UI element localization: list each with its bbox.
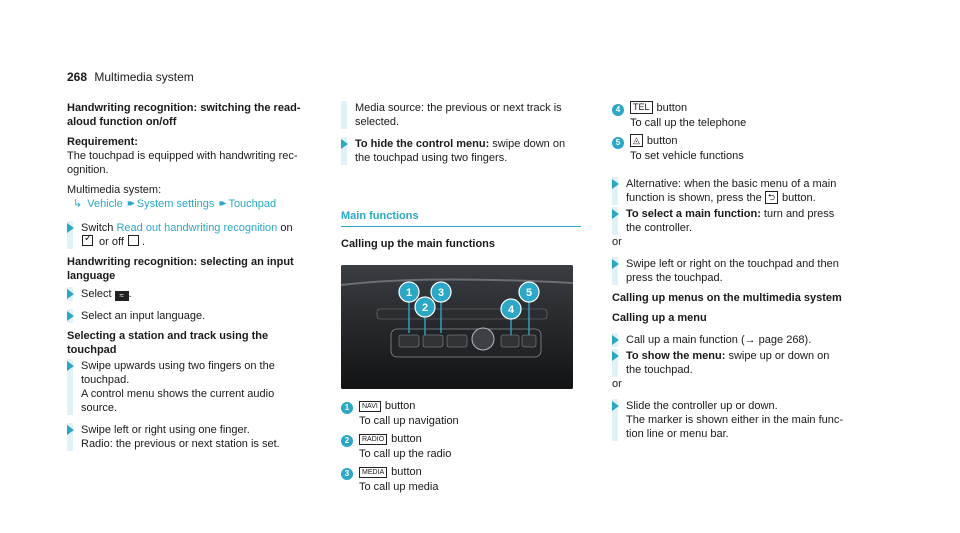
step-bar: [341, 101, 347, 129]
item-vehicle: 5◬button To set vehicle functions: [612, 134, 874, 163]
number-badge: 4: [612, 104, 624, 116]
callout-2-label: 2: [422, 302, 428, 314]
car-key-icon: ◬: [630, 134, 643, 147]
callout-2: [414, 296, 436, 318]
calling-up-main-functions: Calling up the main functions: [341, 238, 495, 250]
step-arrow-icon: [67, 311, 74, 321]
step-arrow-icon: [67, 223, 74, 233]
callout-4: [500, 298, 522, 320]
navi-key-icon: NAVI: [359, 401, 381, 412]
step-arrow-icon: [67, 289, 74, 299]
chevron-icon: ▸▸: [127, 198, 135, 209]
step-call-main: Call up a main function (→ page 268).: [612, 333, 874, 347]
media-key-icon: MEDIA: [359, 467, 388, 478]
callout-4-label: 4: [508, 304, 515, 316]
step-bar: [612, 207, 619, 235]
heading-calling-menus: Calling up menus on the multimedia syste…: [612, 292, 842, 304]
callout-1: [398, 281, 420, 303]
console-photo: 1 2 3 4 5: [341, 265, 573, 389]
return-arrow-icon: ↳: [73, 198, 83, 210]
step-arrow-icon: [612, 335, 619, 345]
number-badge: 5: [612, 137, 624, 149]
step-bar: [612, 349, 619, 377]
step-arrow-icon: [612, 401, 619, 411]
step-select-language: Select an input language.: [67, 309, 325, 323]
page-header: 268 Multimedia system: [67, 70, 194, 84]
checkbox-checked-icon: ✓: [82, 233, 93, 246]
callout-5-label: 5: [526, 287, 532, 299]
step-bar: [67, 309, 74, 323]
number-badge: 1: [341, 402, 353, 414]
handwriting-icon: ≈: [114, 291, 129, 301]
number-badge: 3: [341, 468, 353, 480]
step-arrow-icon: [612, 259, 619, 269]
step-bar: [612, 257, 619, 285]
step-arrow-icon: [612, 209, 619, 219]
step-select-handwriting: Select ≈.: [67, 287, 325, 301]
or-text: or: [612, 378, 622, 390]
step-arrow-icon: [612, 351, 619, 361]
back-key-icon: ⮌: [764, 191, 779, 204]
step-arrow-icon: [67, 425, 74, 435]
step-swipe: Swipe left or right on the touchpad and …: [612, 257, 874, 285]
step-bar: [612, 399, 619, 441]
page-number: 268: [67, 70, 88, 84]
step-alternative: Alternative: when the basic menu of a ma…: [612, 177, 874, 205]
multimedia-system-label: Multimedia system:: [67, 184, 162, 196]
callout-1-label: 1: [406, 287, 412, 299]
column-middle: Media source: the previous or next track…: [341, 101, 581, 494]
callout-3-label: 3: [438, 287, 444, 299]
heading-input-language: Handwriting recognition: selecting an in…: [67, 256, 294, 282]
path-system-settings[interactable]: System settings: [136, 198, 215, 210]
step-bar: [67, 221, 74, 249]
radio-key-icon: RADIO: [359, 434, 388, 445]
read-out-link[interactable]: Read out handwriting recognition: [116, 222, 278, 234]
callout-5: [518, 281, 540, 303]
step-bar: [612, 177, 619, 205]
path-vehicle[interactable]: Vehicle: [87, 198, 123, 210]
step-bar: [67, 359, 74, 415]
center-console-illustration: 1 2 3 4 5: [341, 265, 573, 389]
chevron-icon: ▸▸: [219, 198, 226, 209]
step-arrow-icon: [341, 139, 348, 149]
step-bar: [341, 137, 348, 165]
step-continued: Media source: the previous or next track…: [341, 101, 581, 129]
step-select-main: To select a main function: turn and pres…: [612, 207, 874, 235]
settings-path: ↳ Vehicle ▸▸ System settings ▸▸ Touchpad: [73, 197, 325, 211]
step-switch: Switch Read out handwriting recognition …: [67, 221, 325, 249]
step-arrow-icon: [612, 179, 619, 189]
column-left: Handwriting recognition: switching the r…: [67, 101, 325, 451]
step-arrow-icon: [67, 361, 74, 371]
checkbox-empty-icon: [127, 235, 139, 246]
section-title: Multimedia system: [94, 70, 194, 84]
step-slide: Slide the controller up or down.The mark…: [612, 399, 874, 441]
step-swipe-left-right: Swipe left or right using one finger.Rad…: [67, 423, 325, 451]
path-touchpad[interactable]: Touchpad: [228, 198, 277, 210]
tel-key-icon: TEL: [630, 101, 653, 114]
or-text: or: [612, 236, 622, 248]
requirement-text: The touchpad is equipped with handwritin…: [67, 150, 298, 176]
number-badge: 2: [341, 435, 353, 447]
step-bar: [612, 333, 619, 347]
requirement-label: Requirement:: [67, 136, 138, 148]
heading-calling-menu: Calling up a menu: [612, 312, 707, 324]
step-bar: [67, 423, 74, 451]
step-bar: [67, 287, 74, 301]
heading-read-aloud: Handwriting recognition: switching the r…: [67, 102, 301, 128]
main-functions-title: Main functions: [341, 209, 581, 227]
callout-3: [430, 281, 452, 303]
